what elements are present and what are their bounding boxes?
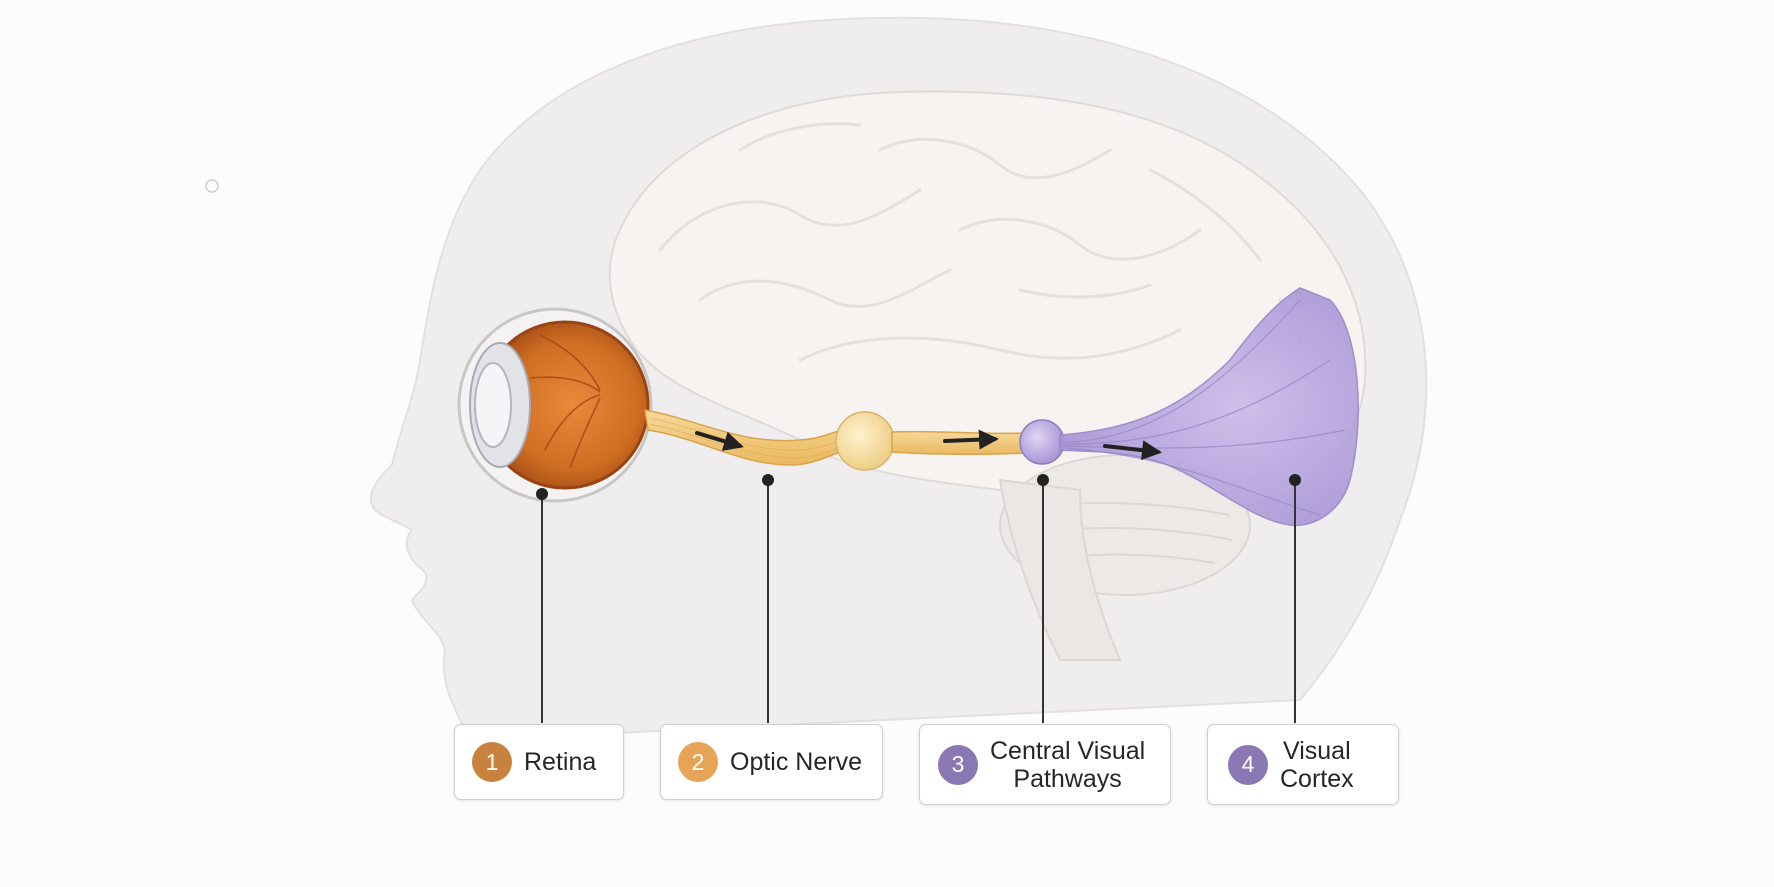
label-central-visual-pathways-line-2: Pathways	[1013, 764, 1122, 793]
arrow-3	[1103, 440, 1162, 461]
dot-central-pathways	[1037, 474, 1049, 486]
arrow-2	[943, 429, 999, 450]
dot-optic-nerve	[762, 474, 774, 486]
label-retina: 1 Retina	[454, 724, 624, 800]
label-central-visual-pathways: 3 Central Visual Pathways	[919, 724, 1171, 805]
brainstem	[998, 478, 1122, 661]
eye	[457, 307, 653, 503]
label-optic-nerve: 2 Optic Nerve	[660, 724, 883, 800]
label-retina-text: Retina	[524, 748, 597, 776]
arrow-1	[695, 431, 744, 451]
label-optic-nerve-text: Optic Nerve	[730, 748, 862, 776]
label-central-visual-pathways-line-1: Central Visual	[990, 736, 1146, 765]
small-circle-marker	[205, 179, 219, 193]
badge-2: 2	[678, 742, 718, 782]
badge-1: 1	[472, 742, 512, 782]
badge-4: 4	[1228, 744, 1268, 785]
leader-lines	[541, 480, 1296, 723]
badge-3: 3	[938, 744, 978, 785]
optic-radiation	[1059, 287, 1359, 527]
lateral-geniculate	[1019, 419, 1065, 465]
flow-arrows	[695, 429, 1162, 461]
optic-chiasm	[835, 411, 895, 471]
label-visual-cortex-line-2: Cortex	[1280, 764, 1354, 793]
dot-retina	[536, 488, 548, 500]
optic-tract	[891, 430, 1026, 456]
dot-visual-cortex	[1289, 474, 1301, 486]
label-visual-cortex: 4 Visual Cortex	[1207, 724, 1399, 805]
leader-dots	[536, 474, 1301, 500]
label-visual-cortex-line-1: Visual	[1283, 736, 1351, 765]
